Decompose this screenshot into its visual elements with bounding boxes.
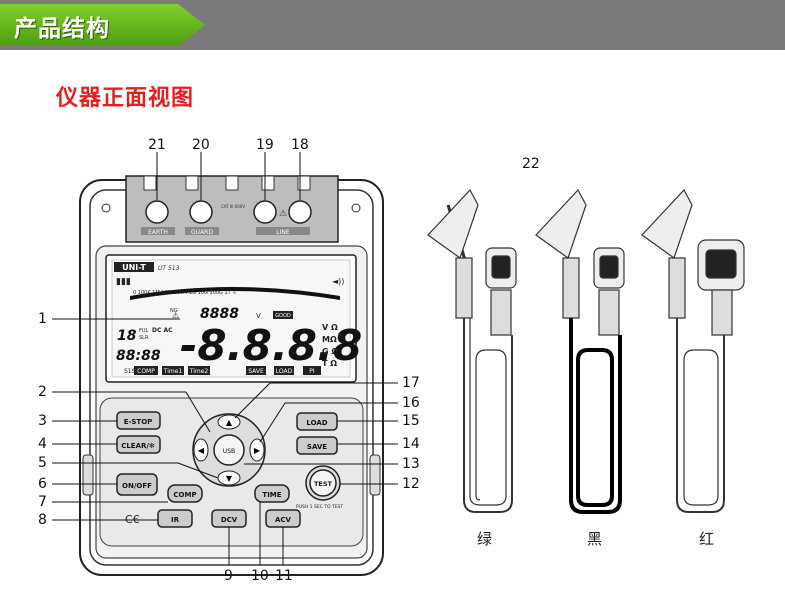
line-terminal-2 bbox=[288, 200, 312, 224]
svg-text:SLR: SLR bbox=[139, 335, 149, 341]
comp-button bbox=[167, 484, 203, 503]
lcd-unit-v: V bbox=[256, 312, 261, 320]
svg-text:Time1: Time1 bbox=[163, 368, 183, 375]
callout-5: 5 bbox=[38, 455, 47, 471]
push-note: PUSH 1 SEC TO TEST bbox=[296, 504, 343, 510]
page-subtitle: 仪器正面视图 bbox=[56, 86, 195, 111]
callout-18: 18 bbox=[291, 137, 309, 153]
callout-22: 22 bbox=[522, 156, 540, 172]
dpad-up bbox=[217, 414, 241, 430]
callout-11: 11 bbox=[275, 568, 293, 584]
lcd-ng: NG bbox=[170, 308, 178, 314]
lcd-good: GOOD bbox=[275, 313, 291, 319]
lcd-time: 88:88 bbox=[116, 348, 161, 364]
svg-text:SAVE: SAVE bbox=[248, 368, 264, 375]
lcd-brand: UNI-T bbox=[122, 263, 146, 272]
svg-text:⚠: ⚠ bbox=[172, 311, 179, 320]
line-terminal-1 bbox=[253, 200, 277, 224]
callout-21: 21 bbox=[148, 137, 166, 153]
callout-10: 10 bbox=[251, 568, 269, 584]
svg-text:ON/OFF: ON/OFF bbox=[122, 482, 152, 490]
analog-bar bbox=[130, 287, 340, 300]
svg-text:TEST: TEST bbox=[314, 480, 333, 488]
header-title: 产品结构 bbox=[14, 16, 110, 42]
ir-button bbox=[157, 509, 193, 528]
callout-16: 16 bbox=[402, 395, 420, 411]
callout-6: 6 bbox=[38, 476, 47, 492]
dpad-right bbox=[249, 438, 265, 462]
lcd-small-digits: 8888 bbox=[200, 306, 239, 322]
callout-7: 7 bbox=[38, 494, 47, 510]
lcd-tags: COMP Time1 Time2 SAVE LOAD PI bbox=[134, 366, 321, 375]
lead-green-caption: 绿 bbox=[477, 530, 493, 548]
lcd-dcac: DC AC bbox=[152, 327, 173, 334]
svg-text:CLEAR/✻: CLEAR/✻ bbox=[121, 442, 155, 450]
callout-12: 12 bbox=[402, 476, 420, 492]
svg-text:G Ω: G Ω bbox=[322, 347, 338, 356]
svg-text:SAVE: SAVE bbox=[307, 443, 327, 451]
svg-text:T Ω: T Ω bbox=[322, 359, 337, 368]
battery-icon: ▮▮▮ bbox=[116, 277, 131, 287]
header-bar: 产品结构 bbox=[0, 0, 785, 50]
guard-terminal bbox=[189, 200, 213, 224]
svg-text:COMP: COMP bbox=[173, 491, 196, 499]
buzzer-icon: ◄)) bbox=[332, 277, 344, 286]
lcd-small-left: 18 bbox=[117, 328, 137, 344]
leader-lines bbox=[52, 152, 398, 565]
terminal-line-label: LINE bbox=[276, 229, 290, 236]
lcd-big-digits: -8.8.8.8 bbox=[180, 321, 362, 370]
svg-text:FUL: FUL bbox=[139, 328, 149, 334]
warning-icon: ⚠ bbox=[279, 209, 287, 219]
usb-button bbox=[213, 434, 245, 466]
callout-1: 1 bbox=[38, 311, 47, 327]
svg-text:IR: IR bbox=[171, 516, 180, 524]
callout-20: 20 bbox=[192, 137, 210, 153]
earth-terminal bbox=[145, 200, 169, 224]
svg-text:Time2: Time2 bbox=[189, 368, 209, 375]
terminal-cat-label: CAT III 600V bbox=[221, 204, 245, 209]
svg-text:DCV: DCV bbox=[221, 516, 238, 524]
callout-13: 13 bbox=[402, 456, 420, 472]
lcd-model: UT 513 bbox=[158, 265, 180, 272]
test-leads bbox=[427, 188, 745, 514]
arrow-up-icon: ▲ bbox=[226, 418, 233, 427]
terminal-guard-label: GUARD bbox=[191, 229, 213, 236]
svg-text:ACV: ACV bbox=[275, 516, 292, 524]
header-tab bbox=[0, 4, 205, 46]
callout-3: 3 bbox=[38, 413, 47, 429]
svg-text:LOAD: LOAD bbox=[306, 419, 327, 427]
arrow-down-icon: ▼ bbox=[226, 474, 233, 483]
save-button bbox=[296, 436, 338, 455]
arrow-right-icon: ▶ bbox=[254, 446, 261, 455]
dpad-left bbox=[193, 438, 209, 462]
scale-labels: 0 100K 1M 10M 100M 1G 10G 100G 1T ∞ bbox=[133, 290, 236, 296]
arrow-left-icon: ◀ bbox=[198, 446, 205, 455]
lead-black-caption: 黑 bbox=[587, 530, 603, 548]
svg-text:COMP: COMP bbox=[137, 368, 155, 375]
test-button bbox=[309, 469, 337, 497]
callout-4: 4 bbox=[38, 436, 47, 452]
callout-8: 8 bbox=[38, 512, 47, 528]
svg-text:V Ω: V Ω bbox=[322, 323, 338, 332]
callout-19: 19 bbox=[256, 137, 274, 153]
callout-9: 9 bbox=[224, 568, 233, 584]
svg-text:LOAD: LOAD bbox=[276, 368, 293, 375]
callout-2: 2 bbox=[38, 384, 47, 400]
svg-text:MΩ: MΩ bbox=[322, 335, 337, 344]
callout-17: 17 bbox=[402, 375, 420, 391]
time-button bbox=[254, 484, 290, 503]
terminal-earth-label: EARTH bbox=[148, 229, 168, 236]
svg-text:PI: PI bbox=[309, 368, 315, 375]
svg-text:USB: USB bbox=[223, 448, 235, 455]
svg-text:TIME: TIME bbox=[262, 491, 281, 499]
lead-red-caption: 红 bbox=[699, 530, 715, 548]
callout-14: 14 bbox=[402, 436, 420, 452]
svg-text:E-STOP: E-STOP bbox=[124, 418, 153, 426]
callout-15: 15 bbox=[402, 413, 420, 429]
